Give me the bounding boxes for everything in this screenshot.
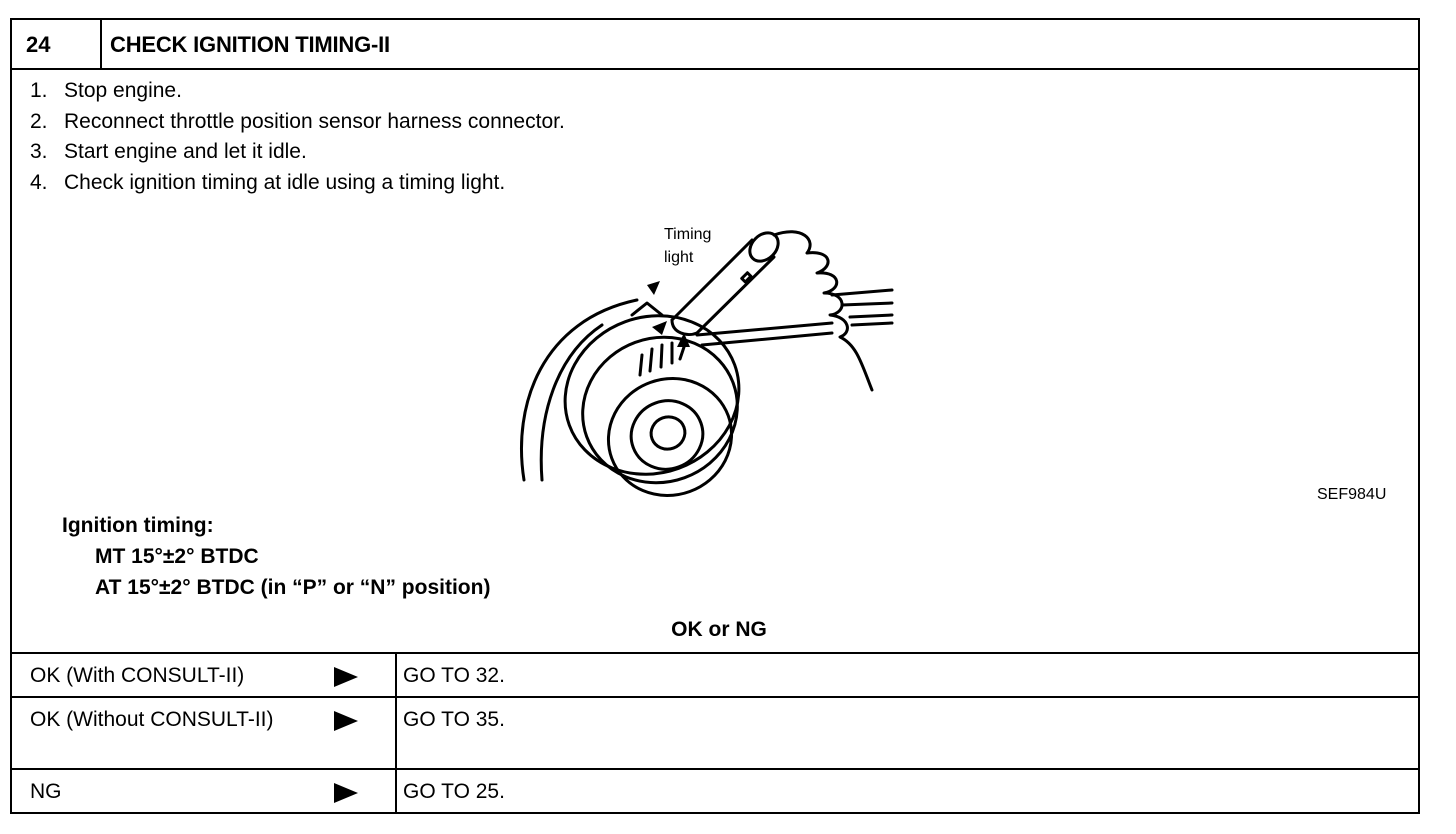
result-condition: OK (Without CONSULT-II) [30,708,274,731]
result-condition: OK (With CONSULT-II) [30,664,245,687]
procedure-header: 24 CHECK IGNITION TIMING-II [12,20,1418,70]
result-row: NG GO TO 25. [12,768,1418,814]
decision-label: OK or NG [671,618,767,641]
result-condition: NG [30,780,62,803]
step-number: 24 [12,20,102,68]
instruction-item: 3.Start engine and let it idle. [30,140,307,163]
result-action: GO TO 35. [403,708,505,731]
figure-code: SEF984U [1317,486,1387,503]
instruction-item: 4.Check ignition timing at idle using a … [30,170,506,194]
arrow-right-icon [334,783,358,803]
arrow-right-icon [334,711,358,731]
procedure-title: CHECK IGNITION TIMING-II [110,32,390,57]
timing-light-label: Timing light [664,226,712,266]
spec-heading: Ignition timing: [62,514,214,537]
result-row: OK (With CONSULT-II) GO TO 32. [12,652,1418,696]
instruction-item: 2.Reconnect throttle position sensor har… [30,109,565,133]
ignition-timing-spec: Ignition timing: MT 15°±2° BTDC AT 15°±2… [62,510,490,603]
spec-at: AT 15°±2° BTDC (in “P” or “N” position) [95,576,491,599]
crank-pulley-drawing [520,230,894,497]
timing-light-illustration: Timing light [512,205,912,525]
result-action: GO TO 32. [403,664,505,687]
result-row: OK (Without CONSULT-II) GO TO 35. [12,696,1418,768]
arrow-right-icon [334,667,358,687]
result-action: GO TO 25. [403,780,505,803]
spec-mt: MT 15°±2° BTDC [95,545,259,568]
instruction-item: 1.Stop engine. [30,79,182,102]
procedure-sheet: 24 CHECK IGNITION TIMING-II 1.Stop engin… [10,18,1420,814]
instruction-list: 1.Stop engine. 2.Reconnect throttle posi… [30,76,565,198]
